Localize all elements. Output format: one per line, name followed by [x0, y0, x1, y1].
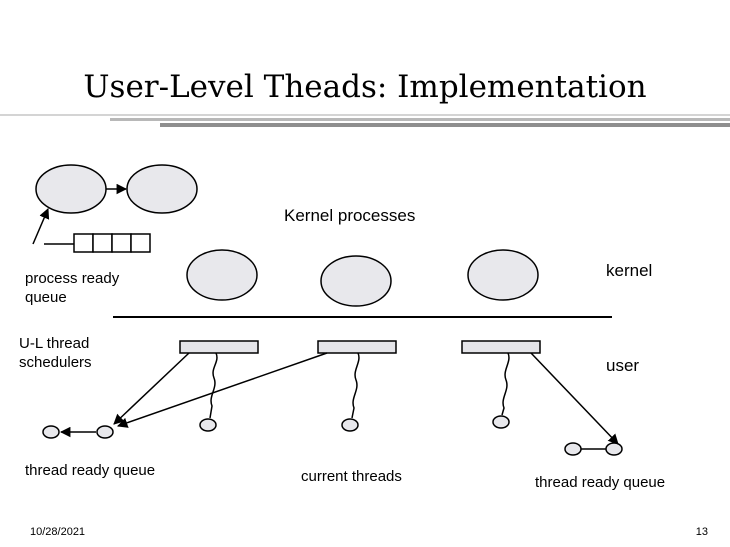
kernel-processes-label: Kernel processes [284, 206, 415, 225]
current-thread-2 [341, 418, 359, 432]
scheduler-3-to-queue-arrow [530, 352, 619, 445]
scheduler-bar-3 [461, 340, 541, 354]
left-queue-thread-1 [42, 425, 60, 439]
current-threads-label: current threads [301, 468, 402, 485]
running-process-ellipse [35, 164, 107, 214]
ul-schedulers-label-line1: U-L thread [19, 335, 89, 352]
current-thread-line-2 [351, 352, 360, 419]
user-label: user [606, 356, 639, 375]
kernel-label: kernel [606, 261, 652, 280]
kernel-process-3 [467, 249, 539, 301]
thread-ready-queue-left-label: thread ready queue [25, 462, 155, 479]
ul-schedulers-label-line2: schedulers [19, 354, 92, 371]
scheduler-2-to-queue-arrow [117, 352, 328, 428]
process-ready-queue-boxes [44, 233, 151, 253]
process-ready-queue-label-line2: queue [25, 289, 67, 306]
current-thread-line-1 [209, 352, 218, 419]
kernel-process-2 [320, 255, 392, 307]
process-ready-queue-label-line1: process ready [25, 270, 120, 287]
right-queue-thread-1 [564, 442, 582, 456]
scheduler-1-to-queue-arrow [113, 352, 190, 425]
right-queue-thread-2 [605, 442, 623, 456]
current-thread-3 [492, 415, 510, 429]
left-queue-thread-2 [96, 425, 114, 439]
slide-date: 10/28/2021 [30, 526, 85, 538]
current-thread-1 [199, 418, 217, 432]
slide-title: User-Level Theads: Implementation [83, 69, 646, 105]
scheduler-bar-2 [317, 340, 397, 354]
process-queue-return-arrow [32, 208, 50, 245]
current-thread-line-3 [501, 352, 510, 416]
waiting-process-ellipse [126, 164, 198, 214]
kernel-process-1 [186, 249, 258, 301]
title-divider [0, 114, 730, 127]
thread-ready-queue-right-label: thread ready queue [535, 474, 665, 491]
slide-page-number: 13 [696, 526, 708, 538]
scheduler-bar-1 [179, 340, 259, 354]
